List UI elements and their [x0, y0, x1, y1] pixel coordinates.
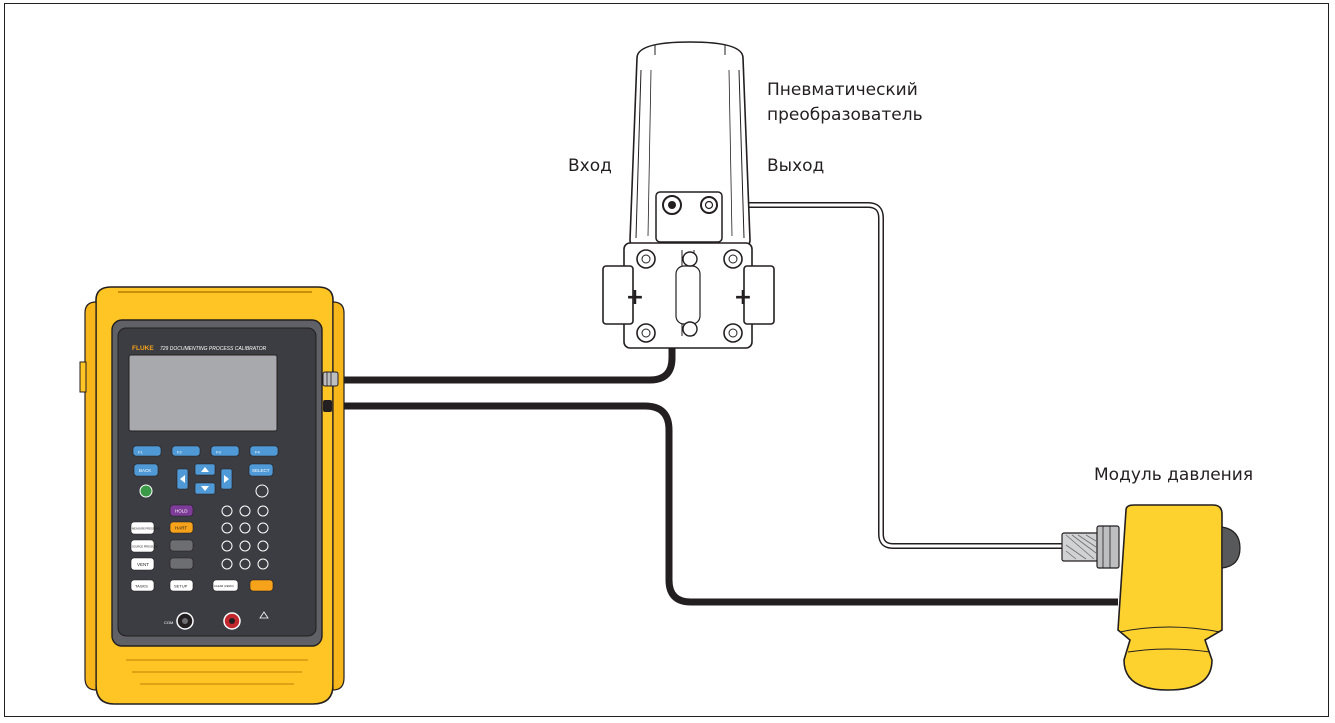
transmitter-label-line2: преобразователь [767, 105, 923, 125]
pressure-module [1061, 504, 1241, 691]
softkey-f2 [171, 445, 201, 457]
select-key-label: SELECT [252, 468, 270, 473]
hart-key-label: HART [175, 526, 187, 531]
hold-key [169, 504, 194, 517]
softkey-f1 [132, 445, 162, 457]
module-cable [330, 402, 1118, 606]
calibrator-device: FLUKE 729 DOCUMENTING PROCESS CALIBRATOR… [79, 286, 345, 705]
setup-key-label: SETUP [174, 584, 188, 589]
source-pressure-key [130, 539, 155, 553]
pneumatic-transmitter: + + [602, 41, 775, 349]
transmitter-plus-right: + [734, 285, 752, 310]
back-key [133, 463, 159, 477]
input-hose [338, 205, 676, 384]
setup-key [169, 579, 194, 592]
back-key-label: BACK [139, 468, 151, 473]
transmitter-plus-left: + [626, 285, 644, 310]
power-key [139, 484, 153, 498]
softkey-f4-label: F4 [255, 450, 260, 455]
enter-key [249, 579, 274, 592]
vent-key [130, 557, 155, 571]
calibrator-model-title: 729 DOCUMENTING PROCESS CALIBRATOR [160, 346, 267, 352]
transmitter-label-line1: Пневматический [767, 80, 918, 100]
hold-key-label: HOLD [175, 509, 188, 514]
pressure-port-top [322, 371, 339, 387]
source-pressure-label: SOURCE PRESSURE [132, 545, 158, 549]
clear-zero-key-label: CLEAR (ZERO) [214, 584, 234, 588]
softkey-f3 [210, 445, 240, 457]
input-label: Вход [568, 156, 612, 176]
output-label: Выход [767, 156, 825, 176]
measure-pressure-key [130, 521, 155, 535]
output-tube [709, 202, 1062, 549]
tasks-key [130, 579, 155, 592]
com-label: COM [164, 620, 173, 625]
backlight-key [255, 484, 269, 498]
pressure-module-label: Модуль давления [1094, 465, 1254, 485]
clear-zero-key [212, 579, 239, 592]
measure-pressure-label: MEASURE PRESSURE [132, 527, 160, 531]
tasks-key-label: TASKS [135, 584, 148, 589]
softkey-f3-label: F3 [216, 450, 221, 455]
softkey-f2-label: F2 [177, 450, 182, 455]
select-key [248, 463, 274, 477]
vent-key-label: VENT [137, 562, 149, 567]
func-key-2 [169, 557, 194, 570]
softkey-f4 [249, 445, 279, 457]
hart-key [169, 521, 194, 534]
softkey-f1-label: F1 [138, 450, 143, 455]
calibrator-brand: FLUKE [132, 345, 154, 352]
func-key-1 [169, 539, 194, 552]
pressure-port-bottom [323, 400, 332, 412]
numeric-keypad [221, 505, 269, 570]
